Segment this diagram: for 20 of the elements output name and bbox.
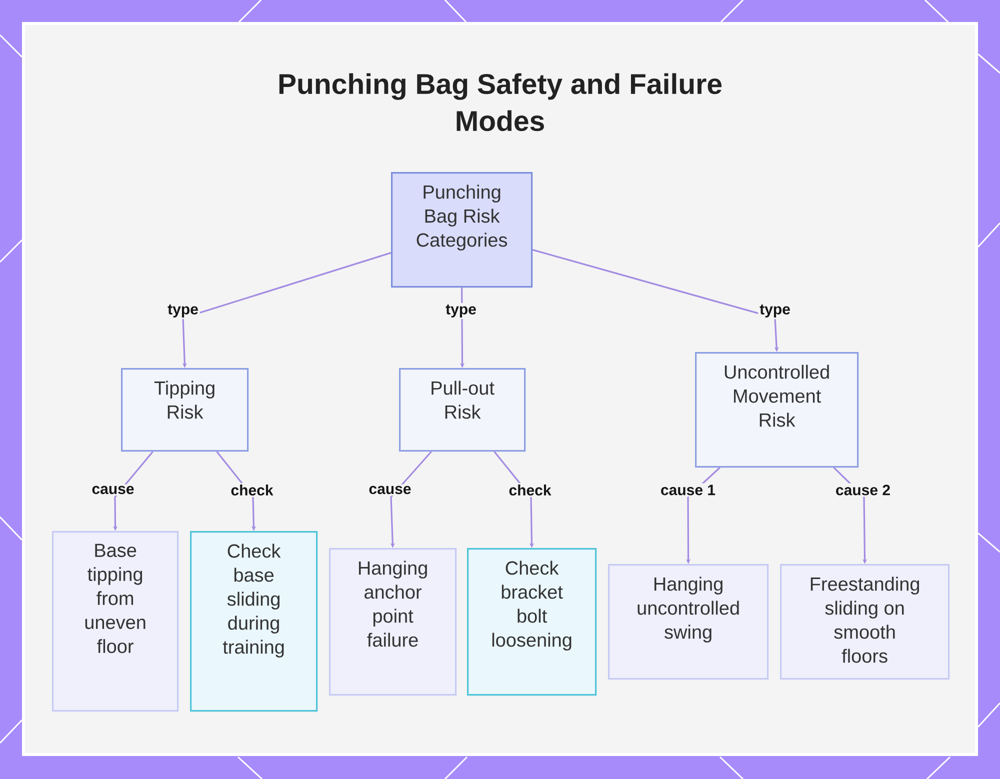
edge-label: check [507,483,553,498]
edge-label: type [758,303,792,319]
text-box: Tipping Risk [121,368,249,452]
text-box: Hanging anchor point failure [329,548,457,696]
text-box: Pull-out Risk [399,368,526,452]
edge-label: cause [90,484,136,496]
text-box: Base tipping from uneven floor [52,531,179,712]
title: Punching Bag Safety and Failure Modes [279,73,722,132]
edge-label: type [166,303,200,319]
text-box: Freestanding sliding on smooth floors [780,564,950,680]
edge-label: check [229,483,275,498]
text-box: Hanging uncontrolled swing [608,564,769,680]
text-box: Uncontrolled Movement Risk [695,352,859,468]
text-box: Check base sliding during training [190,531,318,712]
edge-label: cause 1 [659,483,718,497]
text-box: Check bracket bolt loosening [467,548,597,696]
edge-label: cause [367,484,413,496]
edge-label: cause 2 [834,483,892,497]
text-box: Punching Bag Risk Categories [391,172,533,288]
edge-label: type [444,303,478,319]
